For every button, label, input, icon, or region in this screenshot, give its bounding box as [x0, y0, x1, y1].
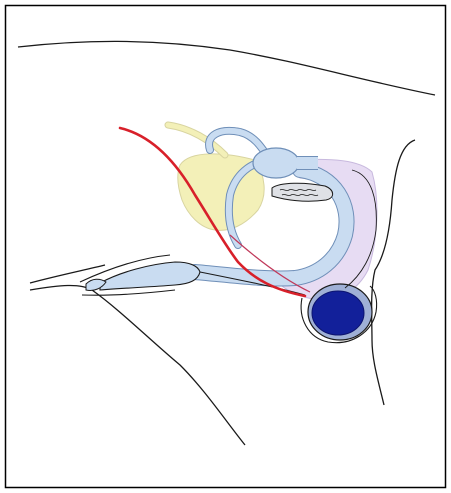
frame-border — [6, 6, 446, 488]
testis — [312, 291, 364, 335]
gray-gland — [272, 183, 333, 201]
ampulla-blob — [253, 148, 299, 178]
